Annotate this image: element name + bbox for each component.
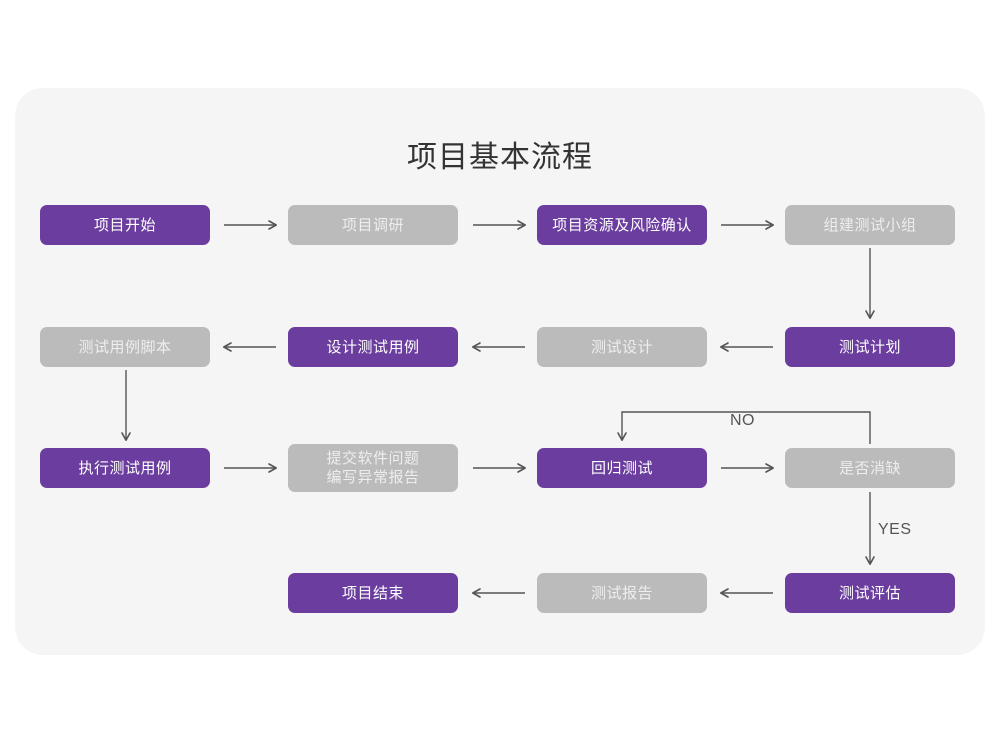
node-test-case-script[interactable]: 测试用例脚本 <box>40 327 210 367</box>
node-defect-cleared[interactable]: 是否消缺 <box>785 448 955 488</box>
page-title: 项目基本流程 <box>407 141 593 174</box>
node-resource-risk-confirm[interactable]: 项目资源及风险确认 <box>537 205 707 245</box>
edge-label-no: NO <box>730 412 755 429</box>
node-project-end[interactable]: 项目结束 <box>288 573 458 613</box>
node-test-plan[interactable]: 测试计划 <box>785 327 955 367</box>
node-regression-test[interactable]: 回归测试 <box>537 448 707 488</box>
node-design-test-case[interactable]: 设计测试用例 <box>288 327 458 367</box>
node-test-evaluation[interactable]: 测试评估 <box>785 573 955 613</box>
edge-label-yes: YES <box>878 521 912 538</box>
node-project-research[interactable]: 项目调研 <box>288 205 458 245</box>
node-submit-defect-report[interactable]: 提交软件问题 编写异常报告 <box>288 444 458 492</box>
flowchart-card <box>15 88 985 655</box>
node-execute-test-case[interactable]: 执行测试用例 <box>40 448 210 488</box>
node-test-design[interactable]: 测试设计 <box>537 327 707 367</box>
node-build-test-team[interactable]: 组建测试小组 <box>785 205 955 245</box>
node-project-start[interactable]: 项目开始 <box>40 205 210 245</box>
node-test-report[interactable]: 测试报告 <box>537 573 707 613</box>
